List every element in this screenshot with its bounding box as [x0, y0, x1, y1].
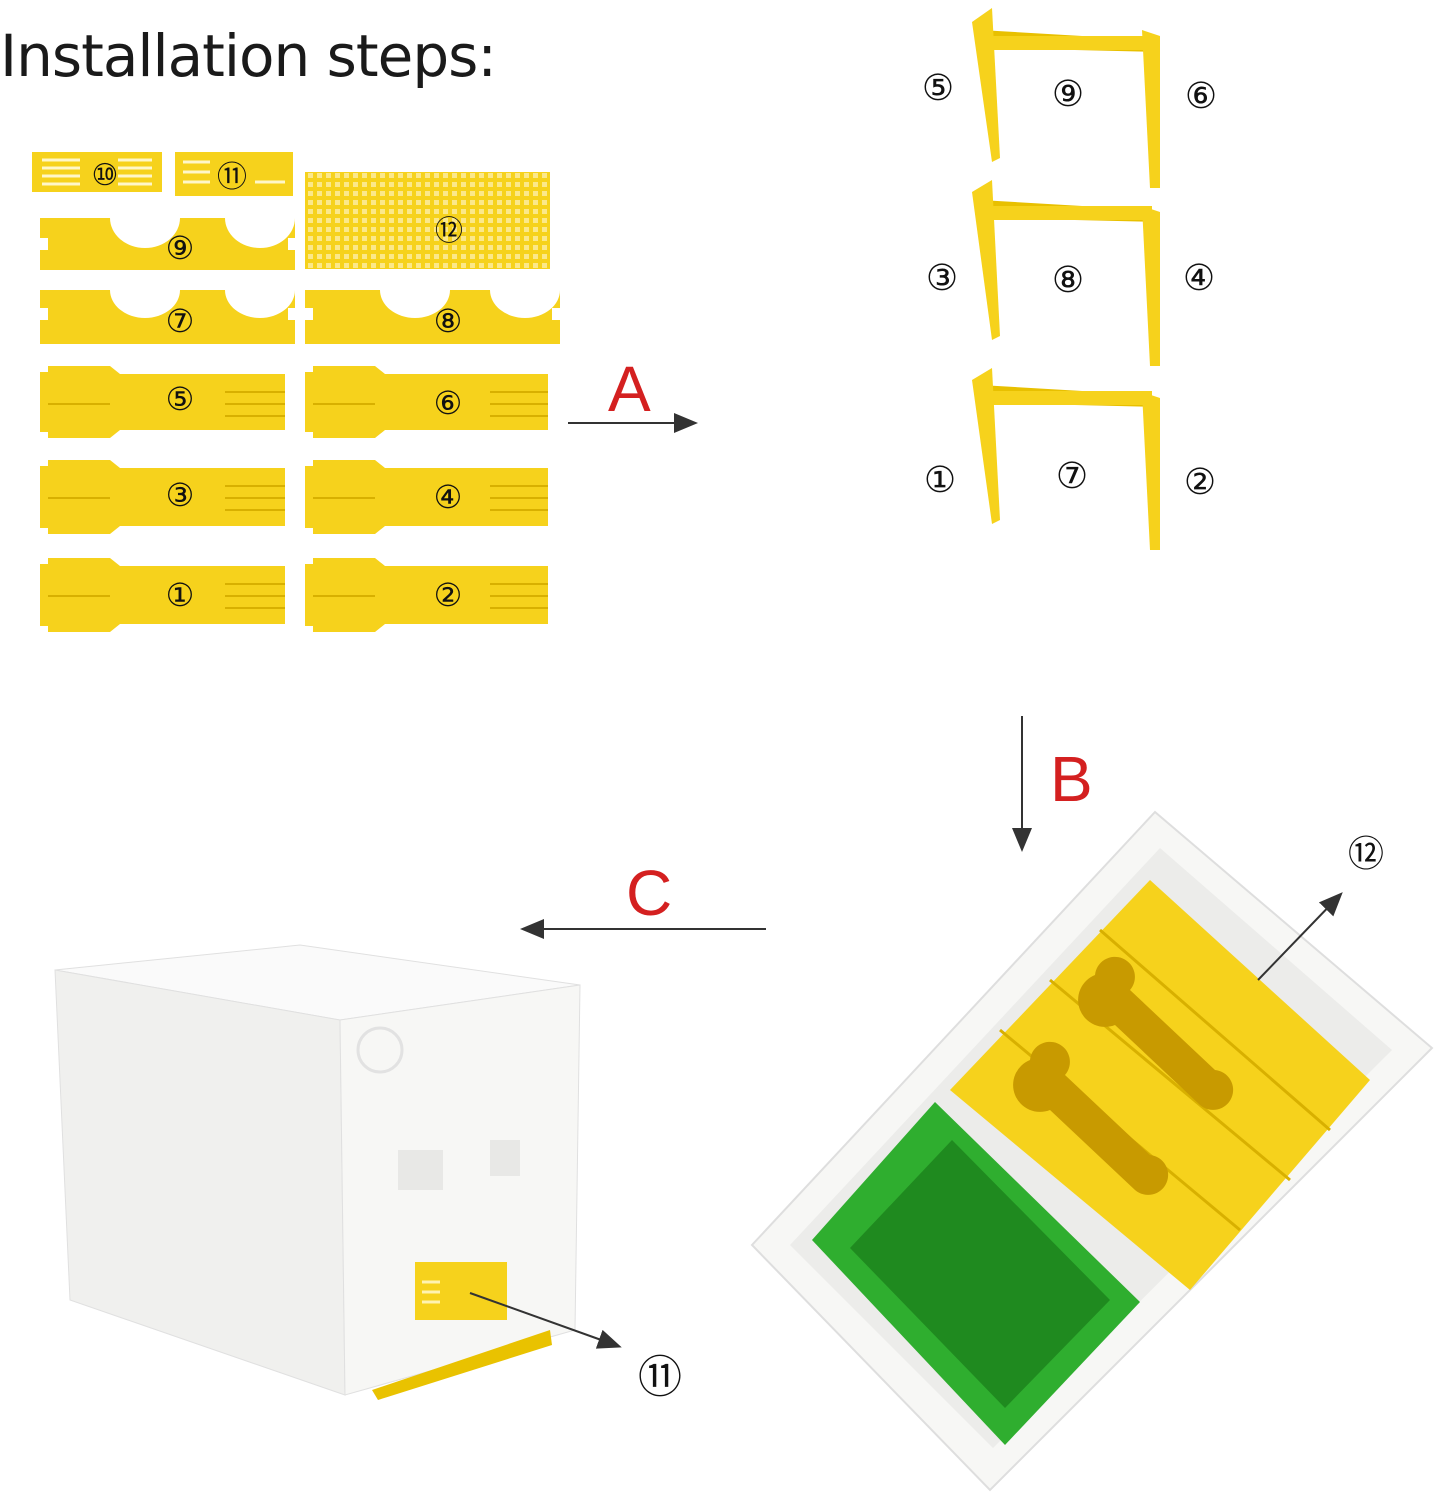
- part-8-label: ⑧: [434, 302, 463, 340]
- part-9-label: ⑨: [166, 229, 195, 267]
- frame-label-8: ⑧: [1052, 260, 1084, 301]
- frame-label-9: ⑨: [1052, 74, 1084, 115]
- frame-label-3: ③: [926, 258, 958, 299]
- part-5-label: ⑤: [166, 380, 195, 418]
- hive-box-top-view: ⑫: [750, 810, 1434, 1492]
- assembled-frames: ⑤ ⑨ ⑥ ③ ⑧ ④ ① ⑦ ②: [922, 8, 1217, 550]
- page-title: Installation steps:: [0, 22, 497, 90]
- part-12-label: ⑫: [435, 214, 463, 247]
- part-10-label: ⑩: [92, 158, 119, 193]
- part-7-label: ⑦: [166, 302, 195, 340]
- hive-label-11: ⑪: [638, 1352, 682, 1403]
- frame-label-6: ⑥: [1185, 76, 1217, 117]
- part-9-top-bar: ⑨: [40, 218, 295, 270]
- frame-label-2: ②: [1184, 462, 1216, 503]
- part-4-label: ④: [434, 478, 463, 516]
- pointer-11: [469, 1292, 622, 1349]
- step-c-label: C: [626, 857, 673, 929]
- part-4-side-piece: ④: [305, 460, 548, 534]
- part-3-label: ③: [166, 476, 195, 514]
- part-2-label: ②: [434, 576, 463, 614]
- frame-label-1: ①: [924, 460, 956, 501]
- part-6-side-piece: ⑥: [305, 366, 548, 438]
- frame-top: [972, 8, 1160, 188]
- step-b-label: B: [1050, 743, 1093, 815]
- part-6-label: ⑥: [434, 384, 463, 422]
- part-1-side-piece: ①: [40, 558, 285, 632]
- frame-bottom: [972, 368, 1160, 550]
- frame-label-4: ④: [1183, 258, 1215, 299]
- part-1-label: ①: [166, 576, 195, 614]
- parts-layout: ⑩ ⑪ ⑫ ⑨ ⑦ ⑧: [32, 152, 560, 632]
- closed-hive-box: ⑪: [54, 944, 682, 1403]
- part-11-label: ⑪: [217, 160, 247, 195]
- part-10-queen-excluder: ⑩: [32, 152, 162, 193]
- part-7-top-bar: ⑦: [40, 290, 295, 344]
- part-3-side-piece: ③: [40, 460, 285, 534]
- part-5-side-piece: ⑤: [40, 366, 285, 438]
- frame-middle: [972, 180, 1160, 366]
- part-8-top-bar: ⑧: [305, 290, 560, 344]
- part-11-entrance-gate: ⑪: [175, 152, 293, 196]
- frame-label-5: ⑤: [922, 68, 954, 109]
- part-12-foundation-sheet: ⑫: [305, 172, 550, 269]
- step-a-label: A: [608, 353, 651, 425]
- frame-label-7: ⑦: [1056, 456, 1088, 497]
- hive-label-12: ⑫: [1348, 834, 1384, 875]
- pointer-12: [1257, 892, 1343, 981]
- part-2-side-piece: ②: [305, 558, 548, 632]
